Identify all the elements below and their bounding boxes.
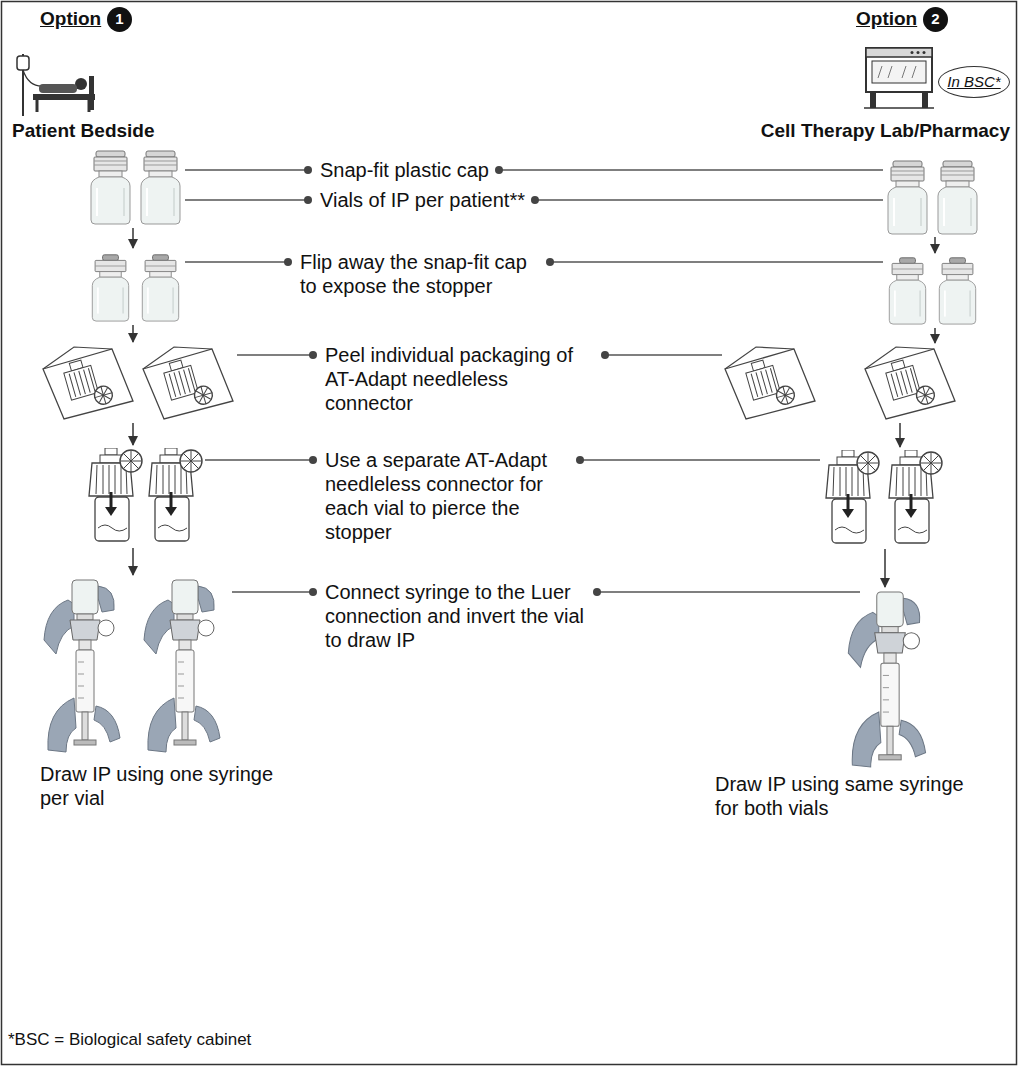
leader-line-right — [601, 351, 722, 359]
connector-on-vial — [826, 450, 879, 543]
location-note: In BSC* — [947, 74, 1000, 91]
step-callout: Flip away the snap-fit cap to expose the… — [300, 250, 540, 298]
step-callout: Snap-fit plastic cap — [320, 158, 489, 182]
syringe-draw — [144, 580, 220, 752]
step-arrow — [132, 228, 134, 248]
connector-package — [143, 347, 233, 419]
step-arrow — [934, 237, 936, 253]
connector-on-vial — [889, 450, 942, 543]
step-arrow — [884, 549, 886, 587]
step-callout: Vials of IP per patient** — [320, 188, 525, 212]
uncapped-vial — [142, 255, 178, 321]
step-callout: Peel individual packaging of AT-Adapt ne… — [325, 343, 595, 415]
option-number-badge: 1 — [107, 7, 132, 32]
uncapped-vial — [92, 255, 128, 321]
leader-line-right — [576, 456, 820, 464]
step-arrow — [132, 548, 134, 575]
syringe-draw — [44, 580, 120, 752]
option-number: 1 — [115, 11, 123, 28]
leader-lines-left — [185, 166, 317, 596]
connector-package — [43, 347, 133, 419]
connector-on-vial — [149, 448, 202, 541]
leader-line-right — [546, 258, 883, 266]
option-number: 2 — [931, 11, 939, 28]
leader-line-right — [593, 588, 860, 596]
option-heading: Option — [856, 8, 917, 31]
step-arrow — [132, 325, 134, 342]
location-oval: In BSC* — [938, 66, 1010, 98]
biosafety-cabinet-icon — [864, 48, 934, 108]
uncapped-vial — [889, 258, 925, 324]
step-arrow — [934, 328, 936, 343]
capped-vial — [91, 151, 130, 224]
step-callout: Connect syringe to the Luer connection a… — [325, 580, 587, 652]
leader-line-right — [495, 166, 883, 174]
setting-heading: Patient Bedside — [12, 120, 155, 143]
connector-package — [725, 347, 815, 419]
bedside-icon — [17, 54, 95, 116]
connector-on-vial — [89, 448, 142, 541]
leader-line-right — [531, 196, 883, 204]
footnote: *BSC = Biological safety cabinet — [8, 1030, 251, 1050]
option-heading: Option — [40, 8, 101, 31]
result-caption: Draw IP using same syringe for both vial… — [715, 772, 985, 820]
connector-package — [865, 347, 955, 419]
uncapped-vial — [939, 258, 975, 324]
step-callout: Use a separate AT-Adapt needleless conne… — [325, 448, 570, 544]
result-caption: Draw IP using one syringe per vial — [40, 762, 295, 810]
step-arrow — [899, 423, 901, 447]
step-arrow — [132, 423, 134, 445]
option-number-badge: 2 — [923, 7, 948, 32]
capped-vial — [938, 161, 977, 234]
syringe-draw — [848, 592, 925, 767]
capped-vial — [888, 161, 927, 234]
setting-heading: Cell Therapy Lab/Pharmacy — [761, 120, 1010, 143]
capped-vial — [141, 151, 180, 224]
